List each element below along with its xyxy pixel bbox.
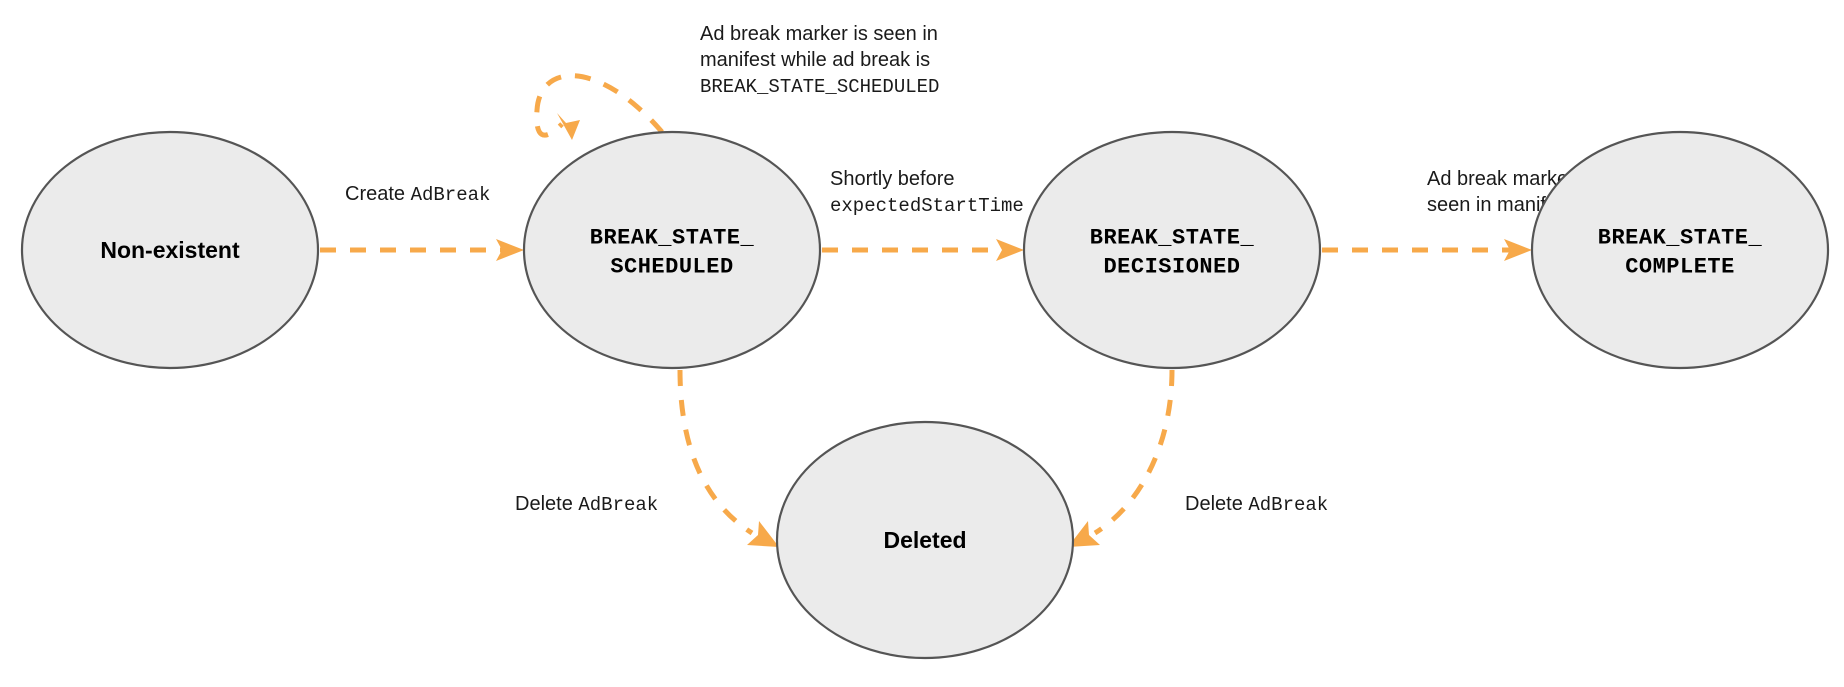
node-break-state-complete[interactable]: BREAK_STATE_COMPLETE [1530, 130, 1830, 370]
node-break-state-decisioned-shape[interactable] [1022, 130, 1322, 370]
edge-decisioned-to-complete-arrowhead [1504, 239, 1532, 261]
edge-scheduled-to-decisioned-arrowhead [996, 239, 1024, 261]
node-deleted[interactable]: Deleted [775, 420, 1075, 660]
node-break-state-scheduled-label: BREAK_STATE_SCHEDULED [590, 225, 755, 279]
node-non-existent-label: Non-existent [100, 237, 240, 263]
node-break-state-decisioned-label: BREAK_STATE_DECISIONED [1090, 225, 1255, 279]
edge-decisioned-to-deleted-path [1093, 369, 1175, 536]
edge-label-decisioned-to-deleted: Delete AdBreak [1185, 493, 1328, 516]
node-break-state-scheduled-shape[interactable] [522, 130, 822, 370]
node-deleted-label: Deleted [883, 527, 966, 553]
edge-create-adbreak: Create AdBreak [320, 183, 524, 261]
edge-scheduled-to-deleted-path [677, 369, 754, 536]
edge-scheduled-to-deleted: Delete AdBreak [515, 369, 779, 547]
edge-decisioned-to-deleted-arrowhead [1068, 521, 1100, 547]
edge-create-adbreak-arrowhead [496, 239, 524, 261]
edge-decisioned-to-deleted: Delete AdBreak [1068, 369, 1328, 547]
node-break-state-complete-shape[interactable] [1530, 130, 1830, 370]
edge-scheduled-to-deleted-arrowhead [747, 521, 779, 547]
node-deleted-shape[interactable] [775, 420, 1075, 660]
edge-label-scheduled-to-deleted: Delete AdBreak [515, 493, 658, 516]
edge-scheduled-self-loop-arrowhead [557, 113, 580, 140]
node-break-state-decisioned[interactable]: BREAK_STATE_DECISIONED [1022, 130, 1322, 370]
edge-scheduled-self-loop-path [534, 73, 664, 138]
node-break-state-scheduled[interactable]: BREAK_STATE_SCHEDULED [522, 130, 822, 370]
node-non-existent-shape[interactable] [20, 130, 320, 370]
node-break-state-complete-label: BREAK_STATE_COMPLETE [1598, 225, 1763, 279]
node-non-existent[interactable]: Non-existent [20, 130, 320, 370]
edge-label-create-adbreak: Create AdBreak [345, 183, 490, 206]
